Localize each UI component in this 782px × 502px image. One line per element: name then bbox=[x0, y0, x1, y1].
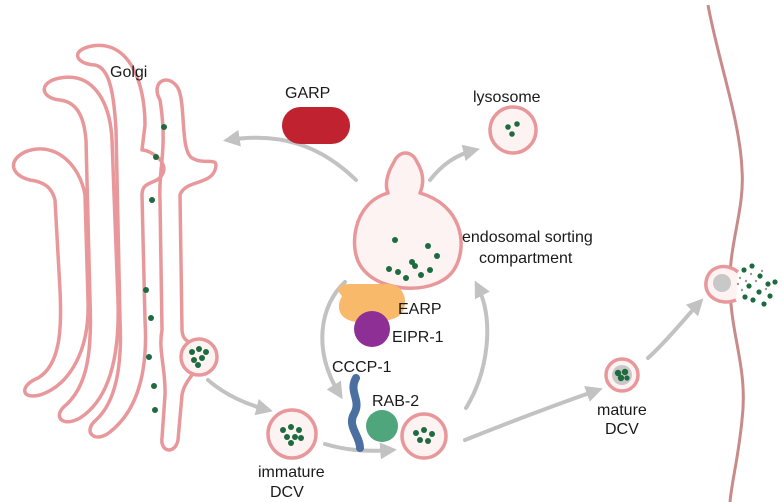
mature-label-line1: mature bbox=[597, 402, 647, 419]
eipr1-protein bbox=[354, 311, 390, 347]
cccp1-protein bbox=[347, 374, 364, 452]
eipr1-label: EIPR-1 bbox=[392, 329, 444, 346]
arrow-endosome-to-golgi bbox=[223, 129, 358, 182]
rab2-label: RAB-2 bbox=[372, 393, 419, 410]
garp-complex bbox=[282, 107, 350, 144]
fusing-dcv bbox=[704, 263, 778, 307]
cccp1-label: CCCP-1 bbox=[332, 359, 392, 376]
dcv-rab2 bbox=[400, 412, 448, 460]
endosomal-sorting-compartment bbox=[352, 151, 463, 290]
arrow-endosome-down bbox=[320, 280, 347, 400]
golgi-label: Golgi bbox=[110, 64, 147, 81]
immature-label-line1: immature bbox=[258, 464, 325, 481]
arrow-golgi-to-immature bbox=[206, 378, 273, 416]
golgi-stack bbox=[11, 43, 218, 452]
lysosome-label: lysosome bbox=[473, 89, 541, 106]
endosome-label-line1: endosomal sorting bbox=[462, 229, 593, 246]
arrow-up-to-endosome bbox=[464, 280, 490, 410]
pathway-arrows bbox=[206, 129, 704, 460]
golgi-cargo bbox=[143, 124, 167, 413]
budding-vesicle bbox=[179, 337, 219, 377]
plasma-membrane bbox=[706, 4, 745, 502]
arrow-immature-to-dcv bbox=[323, 442, 398, 460]
immature-dcv bbox=[266, 408, 318, 460]
earp-complex bbox=[338, 284, 406, 322]
golgi-cisterna-2 bbox=[42, 75, 120, 424]
arrow-dcv-to-mature bbox=[463, 385, 603, 442]
endosome-label-line2: compartment bbox=[479, 250, 573, 267]
lysosome bbox=[488, 105, 538, 155]
mature-label-line2: DCV bbox=[605, 421, 639, 438]
garp-label: GARP bbox=[285, 85, 330, 102]
golgi-cisterna-4 bbox=[155, 78, 218, 452]
rab2-protein bbox=[366, 410, 398, 442]
mature-dcv bbox=[604, 357, 640, 393]
golgi-cisterna-3 bbox=[76, 43, 166, 439]
immature-label-line2: DCV bbox=[270, 484, 304, 501]
arrow-mature-to-membrane bbox=[646, 298, 704, 360]
golgi-cisterna-1 bbox=[11, 147, 90, 398]
arrow-endosome-to-lysosome bbox=[428, 144, 480, 182]
earp-label: EARP bbox=[398, 301, 442, 318]
